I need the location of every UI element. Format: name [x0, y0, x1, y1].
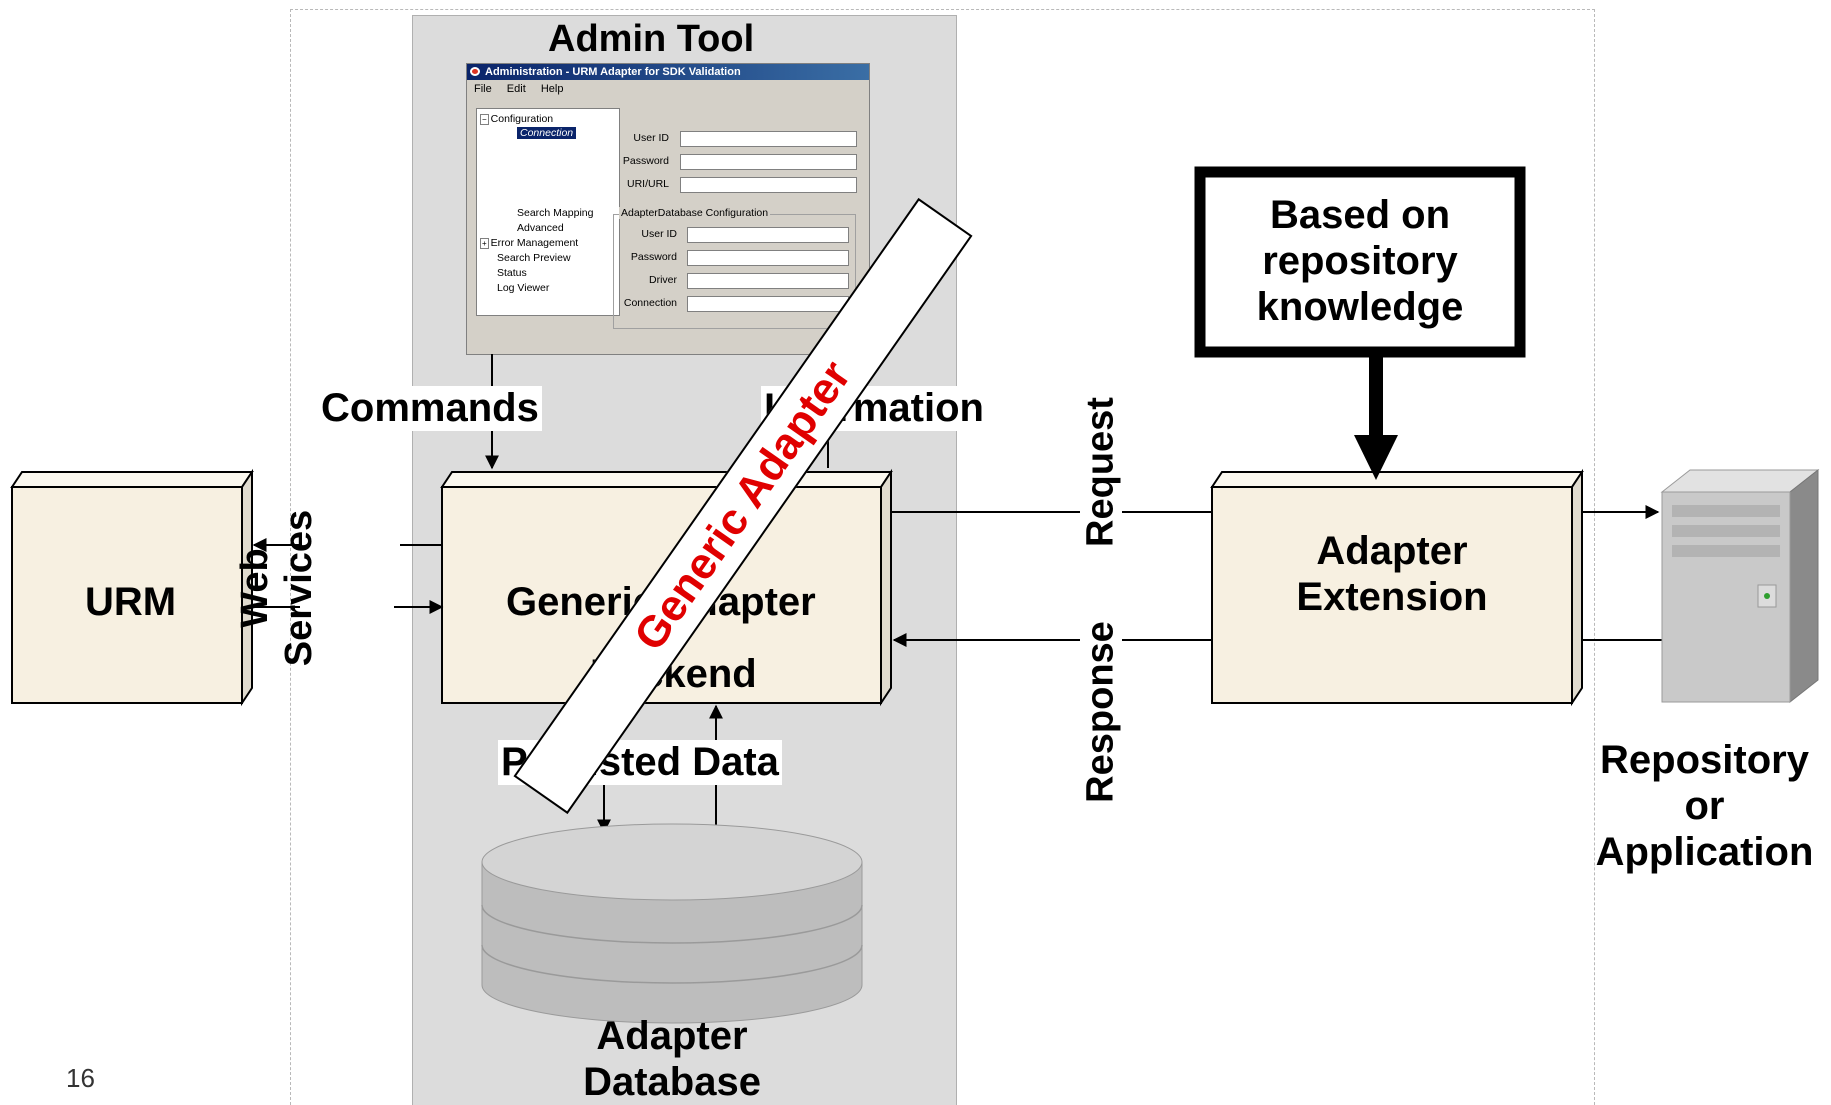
password-field[interactable]: [680, 154, 857, 170]
commands-label: Commands: [318, 386, 542, 431]
config-tree: −Configuration Connection Search Mapping…: [476, 108, 620, 316]
driver-field[interactable]: [687, 273, 849, 289]
server-icon: [1660, 468, 1820, 704]
response-label: Response: [1079, 621, 1122, 803]
knowledge-arrow-head: [1354, 435, 1398, 480]
database-line2: Database: [583, 1060, 761, 1104]
admin-tool-window: Administration - URM Adapter for SDK Val…: [466, 63, 870, 355]
menu-file[interactable]: File: [474, 83, 492, 95]
adapter-extension-box: [1210, 468, 1584, 707]
tree-item-error-management[interactable]: +Error Management: [480, 237, 579, 249]
knowledge-box: [1194, 166, 1526, 358]
web-label: Web: [234, 548, 276, 628]
label-password: Password: [622, 155, 669, 167]
window-menu-bar: File Edit Help: [467, 81, 869, 97]
tree-item-search-mapping[interactable]: Search Mapping: [517, 207, 594, 219]
window-title: Administration - URM Adapter for SDK Val…: [485, 66, 741, 78]
urm-box: [10, 468, 254, 707]
request-label: Request: [1079, 397, 1122, 547]
menu-edit[interactable]: Edit: [506, 83, 526, 95]
label-driver: Driver: [649, 274, 677, 286]
repository-label: Repository or Application: [1578, 737, 1831, 875]
label-db-password: Password: [630, 251, 677, 263]
uri-url-field[interactable]: [680, 177, 857, 193]
urm-label: URM: [85, 580, 177, 624]
adapter-extension-label: Adapter Extension: [1262, 528, 1522, 620]
services-label: Services: [278, 509, 320, 667]
tree-item-log-viewer[interactable]: Log Viewer: [497, 282, 550, 294]
label-db-user-id: User ID: [641, 228, 677, 240]
page-number: 16: [66, 1063, 95, 1093]
knowledge-line2: repository: [1262, 239, 1458, 283]
db-user-id-field[interactable]: [687, 227, 849, 243]
menu-help[interactable]: Help: [540, 83, 564, 95]
knowledge-text: Based on repository knowledge: [1215, 192, 1505, 330]
repository-line3: Application: [1595, 830, 1814, 874]
knowledge-line3: knowledge: [1256, 285, 1464, 329]
tree-item-status[interactable]: Status: [497, 267, 527, 279]
group-title: AdapterDatabase Configuration: [619, 207, 771, 219]
adapter-extension-line2: Extension: [1296, 575, 1488, 619]
label-connection: Connection: [623, 297, 677, 309]
tree-item-search-preview[interactable]: Search Preview: [497, 252, 571, 264]
knowledge-line1: Based on: [1269, 193, 1451, 237]
knowledge-arrow-shaft: [1369, 357, 1383, 435]
repository-line1: Repository: [1600, 738, 1809, 782]
admin-tool-title: Admin Tool: [548, 18, 755, 60]
adapter-extension-line1: Adapter: [1316, 529, 1468, 573]
database-cylinder: [481, 823, 863, 1024]
label-user-id: User ID: [633, 132, 669, 144]
db-password-field[interactable]: [687, 250, 849, 266]
user-id-field[interactable]: [680, 131, 857, 147]
tree-item-advanced[interactable]: Advanced: [517, 222, 564, 234]
dashed-region: [290, 9, 1595, 1105]
repository-line2: or: [1684, 784, 1725, 828]
tree-item-configuration[interactable]: −Configuration: [480, 113, 554, 125]
database-label: Adapter Database: [532, 1013, 812, 1105]
database-line1: Adapter: [596, 1014, 748, 1058]
label-uri-url: URI/URL: [626, 178, 669, 190]
web-services-label: Web Services: [233, 498, 321, 678]
oracle-icon: [470, 67, 480, 76]
window-title-bar: Administration - URM Adapter for SDK Val…: [467, 64, 869, 80]
tree-item-connection[interactable]: Connection: [517, 127, 577, 139]
